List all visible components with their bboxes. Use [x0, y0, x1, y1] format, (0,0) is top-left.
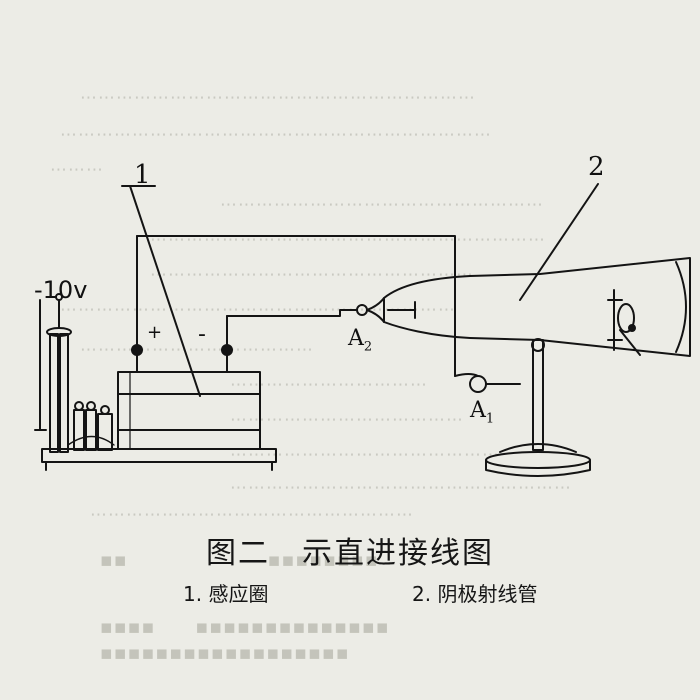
legend-item-1-number: 1. [183, 582, 203, 606]
cathode-a2-letter: A [348, 326, 364, 351]
bleed-through-text: ⋯⋯⋯⋯⋯⋯⋯⋯⋯⋯⋯⋯⋯⋯⋯⋯⋯⋯⋯ [230, 478, 572, 498]
bleed-through-text: ⋯⋯⋯⋯⋯⋯⋯⋯⋯⋯⋯⋯⋯⋯⋯⋯⋯⋯ [150, 265, 474, 285]
power-source [34, 293, 115, 453]
bleed-through-text: ⋯⋯⋯⋯⋯⋯⋯⋯⋯⋯⋯⋯⋯⋯⋯⋯⋯⋯⋯⋯⋯⋯ [80, 88, 476, 108]
part-1-label: 1 [134, 160, 151, 190]
bleed-through-text: ▪▪▪▪ ▪▪▪▪▪▪▪▪▪▪▪▪▪▪ [100, 616, 390, 638]
bleed-through-text: ⋯⋯⋯⋯⋯⋯⋯⋯⋯⋯⋯⋯⋯⋯⋯⋯⋯⋯⋯⋯⋯⋯⋯⋯ [60, 125, 492, 145]
part-2-label: 2 [588, 152, 605, 182]
figure-caption: 图二 示直进接线图 [206, 536, 494, 571]
bleed-through-text: ▪▪▪▪▪▪▪▪▪▪▪▪▪▪▪▪▪▪ [100, 642, 350, 664]
wire-to-cathode-a2 [226, 309, 357, 317]
bleed-through-text: ⋯⋯⋯⋯⋯⋯⋯⋯⋯⋯⋯⋯⋯⋯⋯ [230, 445, 500, 465]
legend-item-1: 1. 感应圈 [183, 578, 268, 607]
cathode-a2-label: A2 [348, 326, 372, 354]
cathode-ray-tube [356, 257, 691, 357]
tube-stand [485, 338, 591, 477]
minus-terminal-label: - [198, 322, 206, 347]
cathode-a2-subscript: 2 [363, 339, 373, 355]
anode-a1-label: A1 [470, 398, 494, 426]
legend-item-2-number: 2. [412, 582, 432, 606]
anode-a1-clamp [454, 289, 521, 393]
leader-line-2 [519, 183, 599, 301]
bleed-through-text: ⋯⋯⋯⋯⋯⋯⋯⋯⋯⋯⋯⋯⋯⋯⋯⋯⋯⋯ [90, 505, 414, 525]
coil-terminal-minus [221, 315, 233, 373]
legend-item-2-text: 阴极射线管 [437, 582, 538, 606]
bleed-through-text: ⋯⋯⋯⋯⋯⋯⋯⋯⋯⋯⋯⋯⋯ [230, 410, 464, 430]
bleed-through-text: ⋯⋯⋯⋯⋯⋯⋯⋯⋯⋯⋯⋯⋯⋯⋯⋯⋯⋯⋯⋯⋯⋯ [60, 300, 456, 320]
legend-item-2: 2. 阴极射线管 [412, 578, 537, 607]
leader-line-1 [129, 185, 201, 397]
bleed-through-text: ⋯⋯⋯⋯⋯⋯⋯⋯⋯⋯⋯ [230, 375, 428, 395]
voltage-label: -10v [34, 276, 88, 304]
legend-item-1-text: 感应圈 [208, 582, 269, 606]
induction-coil [117, 371, 261, 450]
anode-a1-letter: A [470, 398, 486, 423]
anode-a1-subscript: 1 [485, 411, 495, 427]
bleed-through-text: ▪▪ ▪▪▪▪▪▪▪▪ [100, 549, 379, 571]
bleed-through-text: ⋯⋯⋯⋯⋯⋯⋯⋯⋯⋯⋯⋯⋯⋯⋯⋯⋯⋯ [220, 195, 544, 215]
plus-terminal-label: + [147, 322, 163, 343]
bleed-through-text: ⋯⋯⋯ [50, 160, 104, 180]
wire-to-anode-a1 [136, 235, 456, 291]
coil-terminal-plus [131, 235, 143, 373]
